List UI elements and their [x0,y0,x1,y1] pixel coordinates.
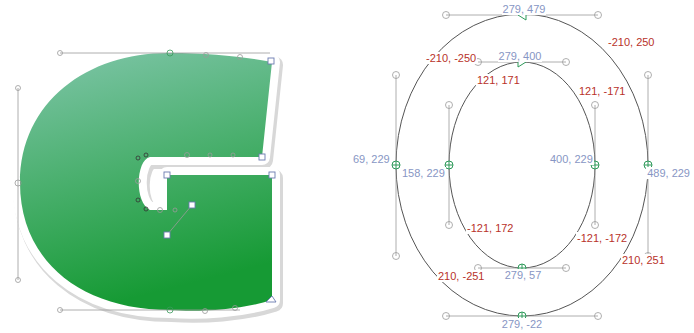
handle-offset: -210, 250 [607,36,655,48]
point-coordinate: 69, 229 [352,153,391,165]
point-coordinate: 279, 479 [502,3,547,15]
handle-offset: -121, -172 [576,232,628,244]
point-coordinate: 489, 229 [646,167,691,179]
handle-offset: 210, 251 [621,254,666,266]
point-coordinate: 279, -22 [501,318,543,330]
point-coordinate: 279, 400 [498,50,543,62]
point-coordinate: 158, 229 [401,167,446,179]
point-coordinate: 400, 229 [549,153,594,165]
handle-offset: 121, -171 [578,85,626,97]
handle-offset: -121, 172 [466,222,514,234]
handle-offset: 210, -251 [437,270,485,282]
handle-offset: -210, -250 [425,52,477,64]
handle-offset: 121, 171 [476,74,521,86]
point-coordinate: 279, 57 [504,269,543,281]
